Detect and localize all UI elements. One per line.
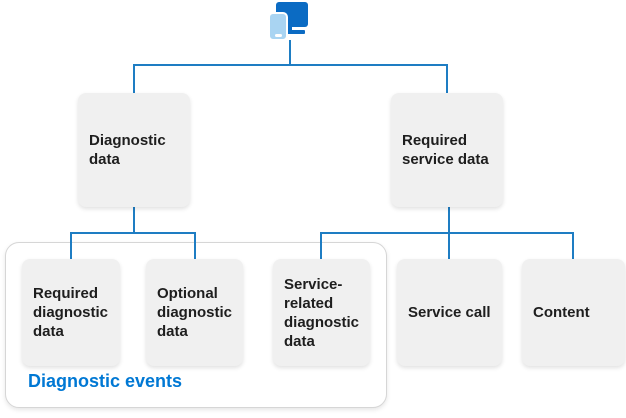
- node-label: Required service data: [402, 132, 489, 168]
- node-label: Service-related diagnostic data: [284, 275, 360, 350]
- node-label: Service call: [408, 304, 491, 321]
- connector-drop-content: [572, 232, 574, 260]
- node-label: Content: [533, 304, 590, 321]
- group-label-diagnostic-events: Diagnostic events: [28, 371, 183, 391]
- node-required-service-data: Required service data: [391, 93, 503, 207]
- monitor-stand-stem: [287, 26, 292, 31]
- node-required-diagnostic-data: Required diagnostic data: [22, 259, 120, 366]
- phone-icon: [268, 12, 288, 41]
- node-diagnostic-data: Diagnostic data: [78, 93, 190, 207]
- monitor-stand-base: [283, 30, 305, 34]
- connector-drop-service-related-diagnostic-data: [320, 232, 322, 260]
- connector-drop-diagnostic-data: [133, 64, 135, 93]
- node-optional-diagnostic-data: Optional diagnostic data: [146, 259, 243, 366]
- connector-diagnostic-data-stem: [133, 207, 135, 234]
- connector-drop-optional-diagnostic-data: [194, 232, 196, 260]
- node-service-call: Service call: [397, 259, 502, 366]
- connector-drop-required-service-data: [446, 64, 448, 93]
- node-content: Content: [522, 259, 625, 366]
- phone-home-button: [275, 34, 282, 37]
- connector-diagnostic-data-horizontal: [70, 232, 196, 234]
- node-service-related-diagnostic-data: Service-related diagnostic data: [273, 259, 370, 366]
- connector-drop-required-diagnostic-data: [70, 232, 72, 260]
- node-label: Required diagnostic data: [33, 285, 109, 340]
- node-label: Optional diagnostic data: [157, 285, 233, 340]
- node-label: Diagnostic data: [89, 132, 166, 168]
- connector-required-service-data-horizontal: [320, 232, 574, 234]
- connector-root-horizontal: [133, 64, 448, 66]
- connector-root-stem: [289, 40, 291, 66]
